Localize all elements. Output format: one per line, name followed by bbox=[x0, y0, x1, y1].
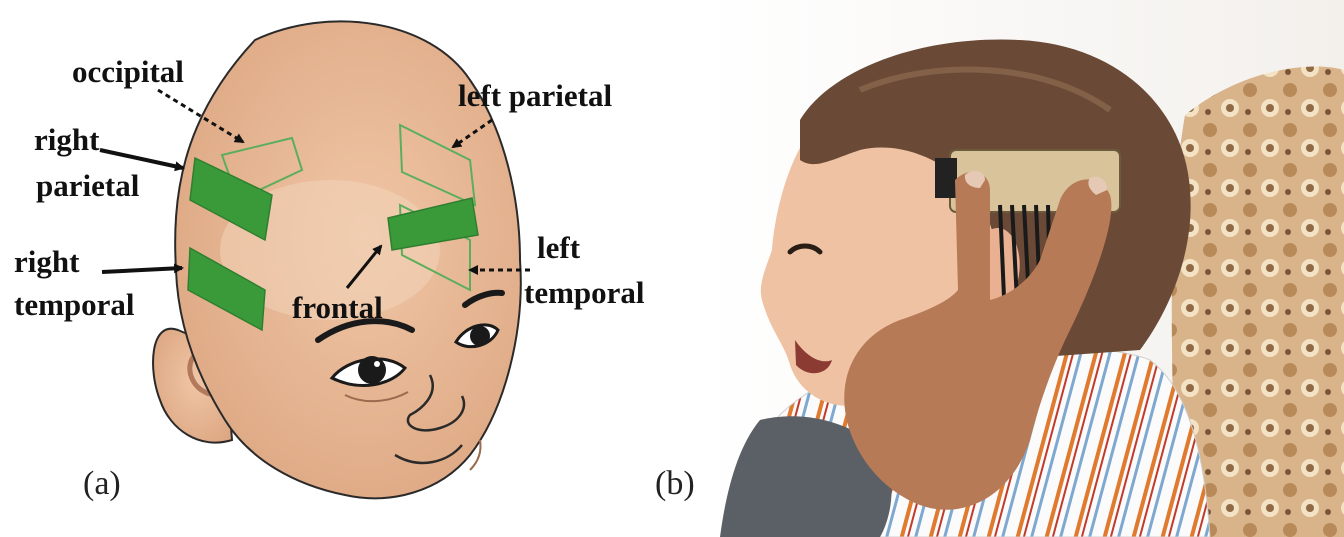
label-left-temporal-2: temporal bbox=[524, 275, 645, 310]
caption-b: (b) bbox=[655, 465, 695, 502]
left-pupil bbox=[470, 326, 490, 346]
sensor-clip bbox=[935, 158, 957, 198]
label-right-parietal-2: parietal bbox=[36, 168, 140, 203]
arrow-right-parietal bbox=[100, 150, 183, 168]
label-left-parietal: left parietal bbox=[458, 78, 612, 113]
label-right-temporal-1: right bbox=[14, 244, 80, 279]
panel-b: (b) bbox=[655, 0, 1344, 537]
arrow-right-temporal bbox=[102, 268, 182, 272]
caption-a: (a) bbox=[83, 465, 121, 502]
label-right-temporal-2: temporal bbox=[14, 287, 135, 322]
label-frontal: frontal bbox=[292, 290, 383, 325]
label-right-parietal-1: right bbox=[34, 122, 100, 157]
right-pupil bbox=[358, 356, 386, 384]
label-left-temporal-1: left bbox=[537, 230, 581, 265]
label-occipital: occipital bbox=[72, 54, 184, 89]
panel-a: occipital right parietal right temporal … bbox=[14, 21, 645, 502]
right-eye-glint bbox=[374, 361, 380, 367]
